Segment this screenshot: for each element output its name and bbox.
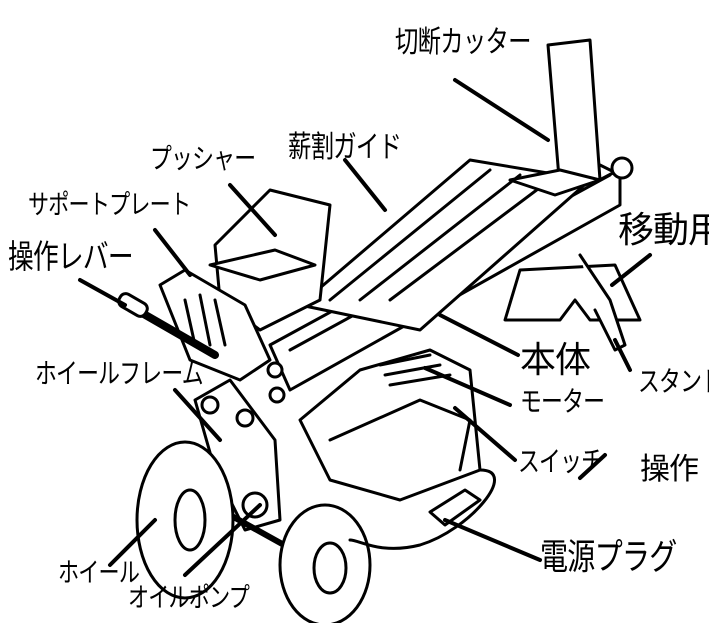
- label-guide: 薪割ガイド: [288, 130, 402, 165]
- leader-lever: [78, 278, 127, 307]
- wheel-right-hub: [312, 541, 348, 595]
- cutter-wedge: [546, 38, 602, 192]
- rear-knob: [610, 156, 634, 180]
- leader-wheel: [108, 518, 157, 567]
- label-support-plate: サポートプレート: [28, 190, 191, 221]
- leader-wheel-frame: [173, 388, 222, 442]
- oil-pump: [241, 491, 269, 519]
- motor-edge: [328, 398, 472, 472]
- leader-guide: [343, 158, 387, 212]
- frame-bolt-3: [266, 361, 284, 379]
- frame-bolt-4: [268, 386, 286, 404]
- plate-slots: [183, 293, 227, 347]
- label-body: 本体: [520, 340, 591, 381]
- leader-body: [438, 313, 520, 357]
- label-motor: モーター: [520, 385, 605, 418]
- rail-lines: [328, 168, 552, 302]
- label-cutter: 切断カッター: [395, 25, 531, 60]
- frame-bolt-2: [235, 408, 255, 428]
- leader-transport-handle: [610, 253, 652, 287]
- leader-pusher: [228, 183, 277, 237]
- leader-stand: [613, 338, 632, 372]
- leader-cutter: [453, 78, 550, 142]
- stand-shape: [503, 263, 642, 322]
- label-wheel-frame: ホイールフレーム: [35, 357, 204, 390]
- leader-support-plate: [153, 228, 192, 277]
- wheel-left-hub: [173, 488, 207, 552]
- frame-bolt-1: [200, 395, 220, 415]
- label-transport-handle: 移動用: [618, 210, 709, 251]
- power-plug: [428, 488, 482, 527]
- label-operation: 操作: [640, 452, 699, 487]
- stand-leg: [578, 253, 627, 352]
- label-wheel: ホイール: [58, 558, 140, 589]
- lever-grip: [117, 292, 149, 318]
- label-plug: 電源プラグ: [540, 537, 677, 578]
- cord-end: [578, 453, 607, 480]
- label-oil-pump: オイルポンプ: [128, 583, 250, 614]
- label-stand: スタンド: [638, 365, 709, 398]
- pusher-plate: [208, 248, 317, 282]
- label-switch: スイッチ: [518, 445, 603, 478]
- leader-oil-pump: [183, 503, 262, 577]
- power-cord: [348, 468, 496, 550]
- label-pusher: プッシャー: [150, 142, 256, 175]
- leader-plug: [443, 518, 542, 562]
- leader-switch: [453, 406, 517, 462]
- leader-motor: [423, 366, 512, 407]
- label-lever: 操作レバー: [8, 237, 134, 276]
